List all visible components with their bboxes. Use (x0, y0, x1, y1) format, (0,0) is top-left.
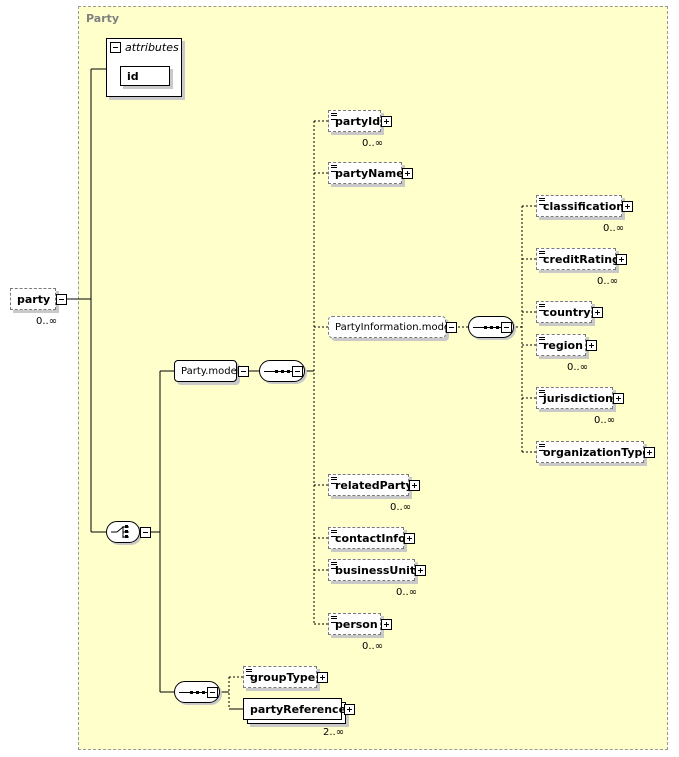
region-label: region (543, 338, 583, 352)
choice-compositor-icon[interactable] (106, 521, 140, 543)
region-expand-icon[interactable] (586, 340, 597, 351)
jurisdiction-expand-icon[interactable] (613, 393, 624, 404)
documentation-icon (539, 251, 545, 258)
documentation-icon (331, 113, 337, 120)
partyName-expand-icon[interactable] (402, 168, 413, 179)
jurisdiction-cardinality: 0..∞ (594, 415, 616, 426)
region-cardinality: 0..∞ (567, 362, 589, 373)
choice-symbol-icon (111, 525, 129, 538)
relatedParty-label: relatedParty (335, 478, 413, 492)
groupType-expand-icon[interactable] (317, 672, 328, 683)
documentation-icon (331, 530, 337, 537)
partyId-expand-icon[interactable] (381, 116, 392, 127)
party-information-model-collapse-icon[interactable] (446, 322, 457, 333)
person-element[interactable]: person (328, 613, 381, 635)
documentation-icon (246, 669, 252, 676)
contactInfo-element[interactable]: contactInfo (328, 527, 406, 549)
attribute-id-label: id (127, 69, 139, 83)
classification-label: classification (543, 199, 625, 213)
party-information-model-group[interactable]: PartyInformation.model (328, 316, 453, 338)
documentation-icon (539, 304, 545, 311)
party-information-model-label: PartyInformation.model (335, 321, 453, 333)
person-label: person (335, 617, 378, 631)
partyId-element[interactable]: partyId (328, 110, 381, 132)
relatedParty-cardinality: 0..∞ (390, 502, 412, 513)
partyId-cardinality: 0..∞ (362, 138, 384, 149)
partyReference-expand-icon[interactable] (344, 704, 355, 715)
documentation-icon (539, 198, 545, 205)
jurisdiction-label: jurisdiction (543, 391, 613, 405)
party-element[interactable]: party (10, 288, 56, 310)
creditRating-label: creditRating (543, 252, 620, 266)
sequence-collapse-icon[interactable] (292, 366, 303, 377)
attribute-id[interactable]: id (120, 66, 170, 86)
documentation-icon (331, 165, 337, 172)
relatedParty-element[interactable]: relatedParty (328, 474, 413, 496)
party-element-label: party (17, 292, 51, 306)
partyReference-label: partyReference (250, 702, 347, 716)
organizationType-expand-icon[interactable] (644, 447, 655, 458)
groupType-element[interactable]: groupType (243, 666, 317, 688)
party-model-collapse-icon[interactable] (238, 366, 249, 377)
region-element[interactable]: region (536, 334, 586, 356)
documentation-icon (331, 477, 337, 484)
person-expand-icon[interactable] (381, 619, 392, 630)
partyName-element[interactable]: partyName (328, 162, 404, 184)
attributes-label: attributes (125, 41, 179, 54)
choice-collapse-icon[interactable] (140, 527, 151, 538)
classification-element[interactable]: classification (536, 195, 625, 217)
partyReference-cardinality: 2..∞ (323, 727, 345, 738)
contactInfo-expand-icon[interactable] (404, 533, 415, 544)
documentation-icon (331, 562, 337, 569)
contactInfo-label: contactInfo (335, 531, 406, 545)
relatedParty-expand-icon[interactable] (409, 480, 420, 491)
party-model-label: Party.model (181, 365, 240, 377)
documentation-icon (539, 444, 545, 451)
businessUnit-label: businessUnit (335, 563, 416, 577)
group-title: Party (86, 12, 120, 25)
partyReference-element[interactable]: partyReference (243, 698, 346, 720)
attributes-collapse-icon[interactable] (110, 42, 121, 53)
person-cardinality: 0..∞ (362, 641, 384, 652)
classification-expand-icon[interactable] (622, 201, 633, 212)
documentation-icon (331, 616, 337, 623)
groupType-label: groupType (250, 670, 316, 684)
documentation-icon (539, 390, 545, 397)
party-cardinality: 0..∞ (36, 316, 58, 327)
businessUnit-expand-icon[interactable] (415, 565, 426, 576)
documentation-icon (539, 337, 545, 344)
country-expand-icon[interactable] (592, 307, 603, 318)
country-label: country (543, 305, 591, 319)
businessUnit-cardinality: 0..∞ (396, 587, 418, 598)
party-model-group[interactable]: Party.model (174, 360, 240, 382)
partyId-label: partyId (335, 114, 381, 128)
partyName-label: partyName (335, 166, 404, 180)
creditRating-expand-icon[interactable] (616, 254, 627, 265)
jurisdiction-element[interactable]: jurisdiction (536, 387, 613, 409)
businessUnit-element[interactable]: businessUnit (328, 559, 415, 581)
sequence-collapse-icon[interactable] (207, 687, 218, 698)
party-collapse-icon[interactable] (56, 294, 67, 305)
creditRating-cardinality: 0..∞ (597, 276, 619, 287)
organizationType-element[interactable]: organizationType (536, 441, 650, 463)
sequence-collapse-icon[interactable] (501, 322, 512, 333)
creditRating-element[interactable]: creditRating (536, 248, 620, 270)
classification-cardinality: 0..∞ (603, 223, 625, 234)
organizationType-label: organizationType (543, 445, 650, 459)
country-element[interactable]: country (536, 301, 592, 323)
